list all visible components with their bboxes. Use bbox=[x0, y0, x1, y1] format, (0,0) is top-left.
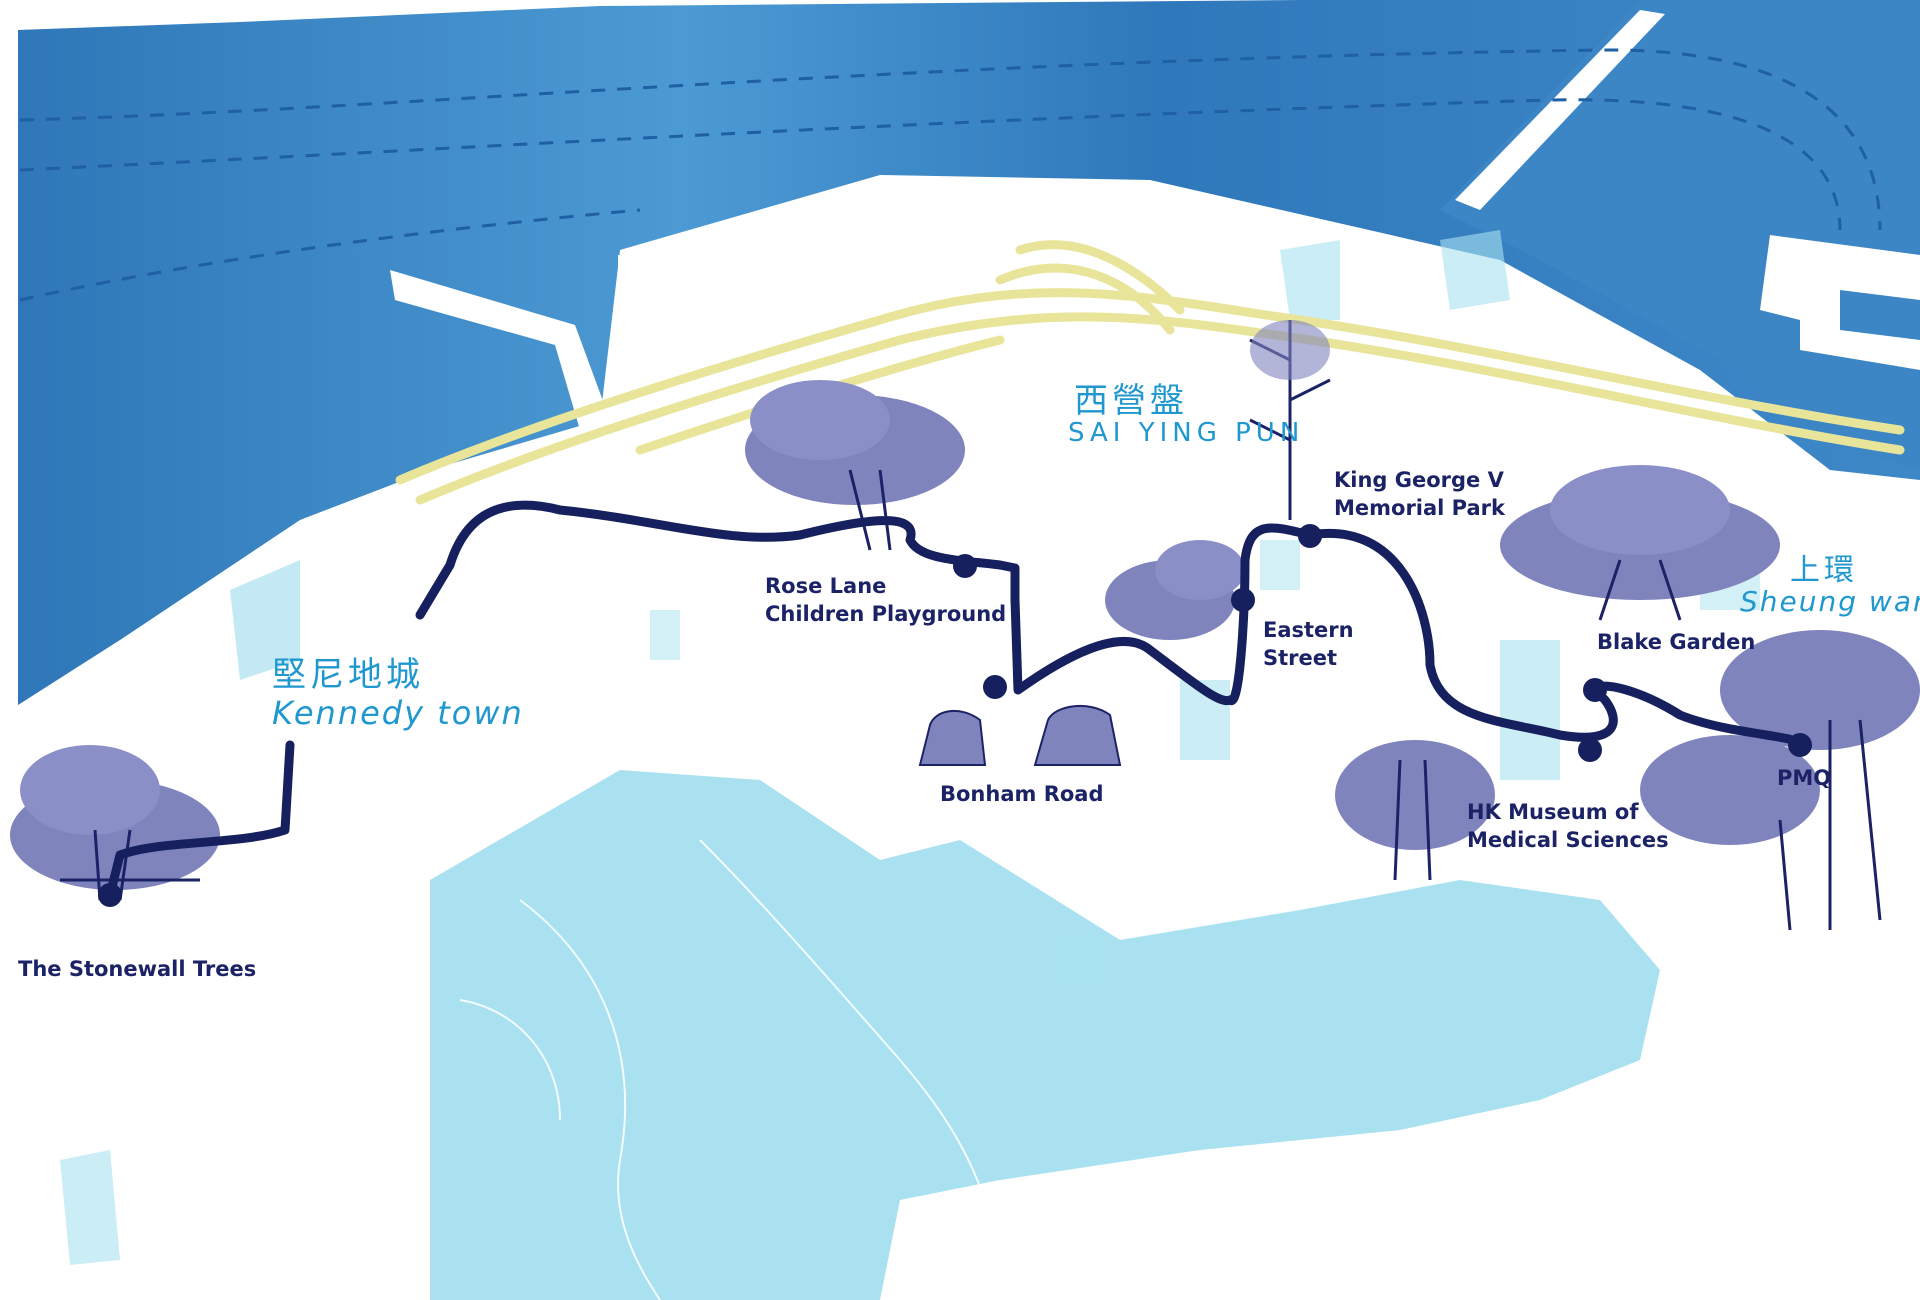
district-name-en: Sheung wan bbox=[1740, 585, 1920, 618]
route-stop-marker bbox=[98, 524, 1812, 907]
tree-icon bbox=[1500, 465, 1780, 621]
walking-route bbox=[105, 500, 1805, 900]
pier-east bbox=[1760, 235, 1920, 370]
stop-label-blake-garden: Blake Garden bbox=[1597, 630, 1756, 654]
jetties bbox=[618, 190, 884, 285]
stop-label-king-george-park: King George V Memorial Park bbox=[1334, 468, 1506, 520]
harbour-water bbox=[18, 0, 1920, 705]
tree-icon bbox=[1105, 540, 1245, 640]
stop-label-bonham-road: Bonham Road bbox=[940, 782, 1104, 806]
pier-north bbox=[1455, 10, 1665, 210]
district-name-zh: 西營盤 bbox=[1074, 381, 1188, 421]
tree-icon bbox=[745, 380, 965, 551]
district-name-zh: 上環 bbox=[1790, 553, 1858, 588]
tree-stump-icon bbox=[918, 704, 1122, 766]
stop-label-stonewall-trees: The Stonewall Trees bbox=[18, 957, 257, 981]
stop-label-pmq: PMQ bbox=[1777, 766, 1832, 790]
district-sai-ying-pun: 西營盤 SAI YING PUN bbox=[1068, 373, 1304, 448]
shipping-lanes bbox=[19, 48, 1882, 302]
stop-label-eastern-street: Eastern Street bbox=[1263, 618, 1354, 670]
stop-label-rose-lane: Rose Lane Children Playground bbox=[765, 574, 1007, 626]
district-name-en: SAI YING PUN bbox=[1068, 418, 1305, 448]
district-name-en: Kennedy town bbox=[272, 694, 524, 732]
tree-icon bbox=[10, 745, 220, 901]
tree-icon bbox=[1249, 320, 1331, 520]
pier-west bbox=[390, 270, 610, 430]
tree-icon bbox=[1335, 740, 1495, 881]
stop-label-hk-museum: HK Museum of Medical Sciences bbox=[1467, 800, 1669, 852]
park-trails bbox=[459, 839, 1001, 1300]
tree-icon bbox=[1640, 630, 1920, 931]
district-kennedy-town: 堅尼地城 Kennedy town bbox=[272, 647, 524, 732]
district-sheung-wan: 上環 Sheung wan bbox=[1740, 545, 1920, 618]
district-name-zh: 堅尼地城 bbox=[272, 655, 424, 695]
